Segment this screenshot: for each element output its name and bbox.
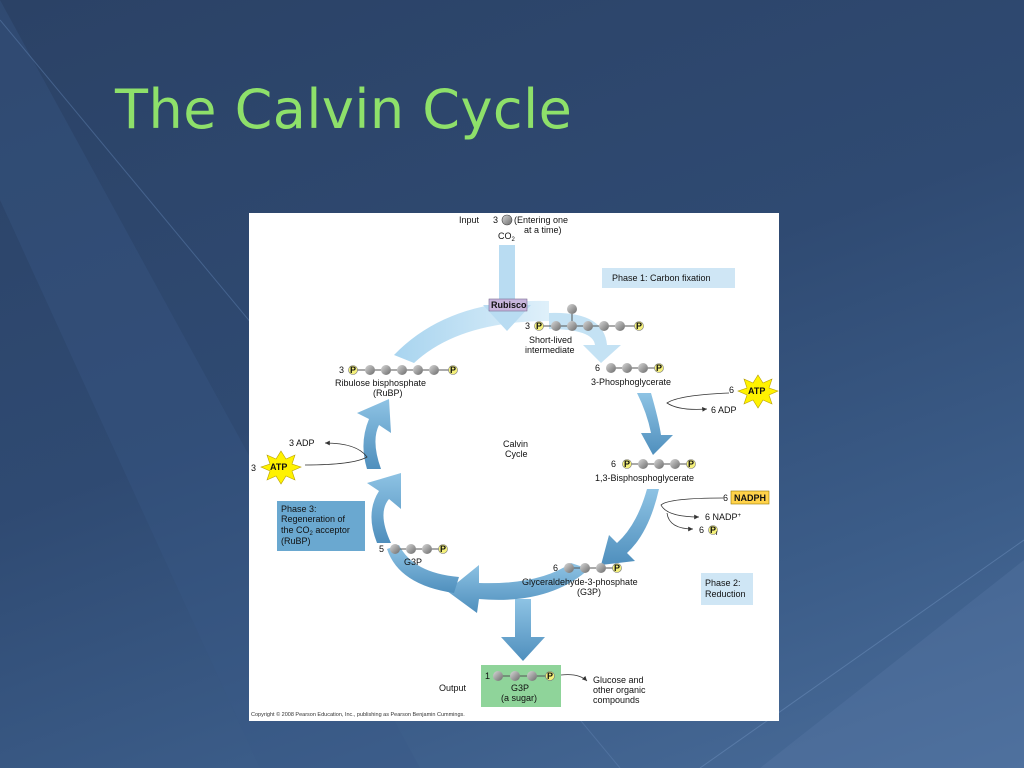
output-line1: G3P [511, 683, 529, 693]
rubp-line2: (RuBP) [373, 388, 403, 398]
slide-title: The Calvin Cycle [115, 78, 573, 141]
pi-label: Pi [710, 525, 718, 537]
svg-text:P: P [547, 671, 553, 681]
rubp-count: 3 [339, 365, 344, 375]
svg-text:P: P [636, 321, 642, 331]
cycle-center-line1: Calvin [503, 439, 528, 449]
atp-in-arrow [666, 392, 730, 412]
cycle-arc-bottom-left [387, 545, 459, 593]
pga-name: 3-Phosphoglycerate [591, 377, 671, 387]
svg-text:P: P [440, 544, 446, 554]
g3p6-line1: Glyceraldehyde-3-phosphate [522, 577, 638, 587]
input-note-line2: at a time) [524, 225, 562, 235]
rubisco-box [488, 298, 528, 312]
reduction-arrow-2 [601, 489, 659, 565]
nadph-arrow [660, 497, 724, 520]
svg-text:P: P [536, 321, 542, 331]
pga-count: 6 [595, 363, 600, 373]
svg-text:P: P [624, 459, 630, 469]
phase1-label: Phase 1: Carbon fixation [612, 273, 711, 283]
output-count: 1 [485, 671, 490, 681]
phase3-line3: the CO2 acceptor [281, 525, 350, 537]
input-label: Input [459, 215, 480, 225]
output-arrow [501, 599, 545, 661]
atp-regen-adp: 3 ADP [289, 438, 315, 448]
calvin-cycle-figure: Input 3 (Entering one at a time) CO2 Rub… [249, 213, 779, 721]
svg-text:P: P [614, 563, 620, 573]
intermediate-count: 3 [525, 321, 530, 331]
atp-in-label: ATP [748, 386, 765, 396]
phase3-line2: Regeneration of [281, 514, 346, 524]
nadph-box [730, 490, 770, 505]
rubisco-label: Rubisco [491, 300, 527, 310]
nadp-text: 6 NADP+ [705, 512, 742, 522]
atp-in-starburst [737, 374, 779, 409]
intermediate-line2: intermediate [525, 345, 575, 355]
regeneration-arrow-1 [367, 473, 401, 543]
intermediate-molecule: P P [534, 304, 644, 331]
input-count: 3 [493, 215, 498, 225]
product-line1: Glucose and [593, 675, 644, 685]
bpg-count: 6 [611, 459, 616, 469]
phase2-line2: Reduction [705, 589, 746, 599]
pi-icon [708, 525, 718, 535]
svg-text:P: P [656, 363, 662, 373]
rubp-molecule: P P [348, 365, 458, 375]
atp-in-count: 6 [729, 385, 734, 395]
co2-molecule-icon [501, 214, 513, 226]
svg-text:P: P [450, 365, 456, 375]
pga-molecule: P [606, 363, 664, 373]
pi-arrow [666, 512, 694, 532]
pi-count: 6 [699, 525, 704, 535]
co2-label: CO2 [498, 231, 516, 243]
atp-in-adp: 6 ADP [711, 405, 737, 415]
nadph-count: 6 [723, 493, 728, 503]
g3p6-count: 6 [553, 563, 558, 573]
output-g3p-molecule: P [493, 671, 555, 681]
g3p6-line2: (G3P) [577, 587, 601, 597]
output-label: Output [439, 683, 467, 693]
atp-regen-count: 3 [251, 463, 256, 473]
atp-regen-arrow [304, 440, 368, 466]
phase3-box [277, 501, 365, 551]
reduction-arrow-1 [637, 393, 673, 455]
phase3-line1: Phase 3: [281, 504, 317, 514]
phase2-box [701, 573, 753, 605]
svg-text:P: P [688, 459, 694, 469]
regeneration-arrow-2 [357, 399, 391, 469]
phase2-line1: Phase 2: [705, 578, 741, 588]
bpg-molecule: P P [622, 459, 696, 469]
atp-regen-starburst [260, 450, 302, 485]
product-line2: other organic [593, 685, 646, 695]
output-line2: (a sugar) [501, 693, 537, 703]
copyright-notice: Copyright © 2008 Pearson Education, Inc.… [251, 711, 465, 718]
bpg-name: 1,3-Bisphosphoglycerate [595, 473, 694, 483]
g3p5-name: G3P [404, 557, 422, 567]
input-note-line1: (Entering one [514, 215, 568, 225]
atp-regen-label: ATP [270, 462, 287, 472]
g3p5-count: 5 [379, 544, 384, 554]
g3p5-molecule: P [390, 544, 448, 554]
phase3-line4: (RuBP) [281, 536, 311, 546]
calvin-cycle-diagram: Input 3 (Entering one at a time) CO2 Rub… [251, 214, 779, 718]
cycle-center-line2: Cycle [505, 449, 528, 459]
fixation-arrow [549, 312, 621, 363]
svg-text:P: P [350, 365, 356, 375]
product-line3: compounds [593, 695, 640, 705]
g3p6-molecule: P [564, 563, 622, 573]
intermediate-line1: Short-lived [529, 335, 572, 345]
phase1-box [602, 268, 735, 288]
nadph-label: NADPH [734, 493, 766, 503]
output-arrow-to-glucose [560, 674, 588, 682]
rubp-line1: Ribulose bisphosphate [335, 378, 426, 388]
cycle-arc-bottom [447, 563, 589, 613]
